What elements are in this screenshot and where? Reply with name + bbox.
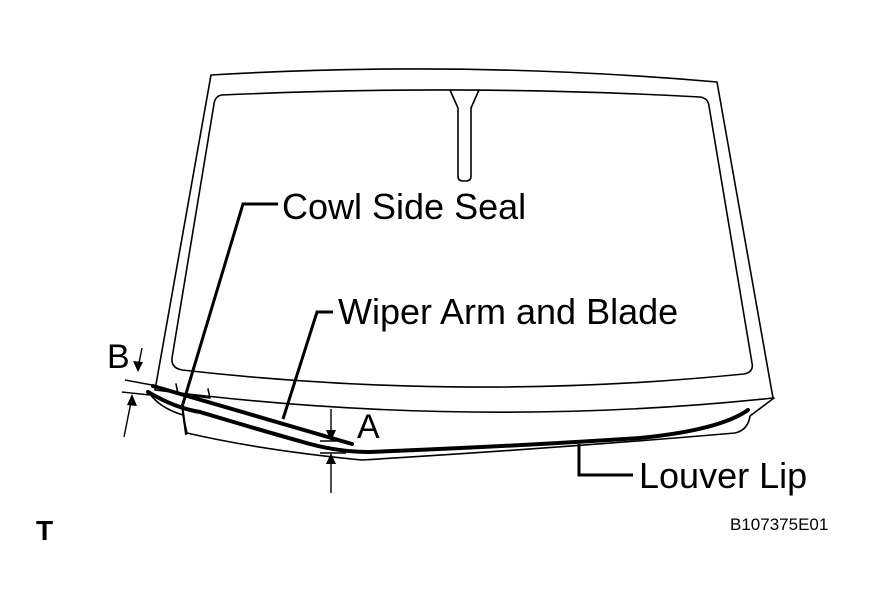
- mirror-mount: [449, 89, 480, 182]
- wiper-arm-and-blade-label: Wiper Arm and Blade: [338, 291, 678, 332]
- wiper-arm-leader: [281, 310, 333, 420]
- dimension-a-marker: [320, 409, 346, 493]
- dimension-b-label: B: [107, 338, 130, 376]
- dimension-b-marker: [121, 347, 153, 438]
- louver-lip-leader: [577, 444, 633, 477]
- figure-id: B107375E01: [730, 515, 828, 534]
- louver-lip-edge: [146, 390, 750, 454]
- louver-lip-label: Louver Lip: [639, 455, 807, 496]
- cowl-lower-outline-left: [149, 393, 363, 461]
- cowl-side-seal-label: Cowl Side Seal: [282, 186, 526, 227]
- cowl-side-seal-leader: [180, 202, 278, 408]
- dimension-a-label: A: [357, 408, 380, 446]
- windshield-outer-outline: [154, 68, 774, 414]
- corner-mark: T: [36, 515, 53, 546]
- windshield-inner-outline: [171, 89, 754, 388]
- cowl-lower-outline-right: [361, 397, 775, 461]
